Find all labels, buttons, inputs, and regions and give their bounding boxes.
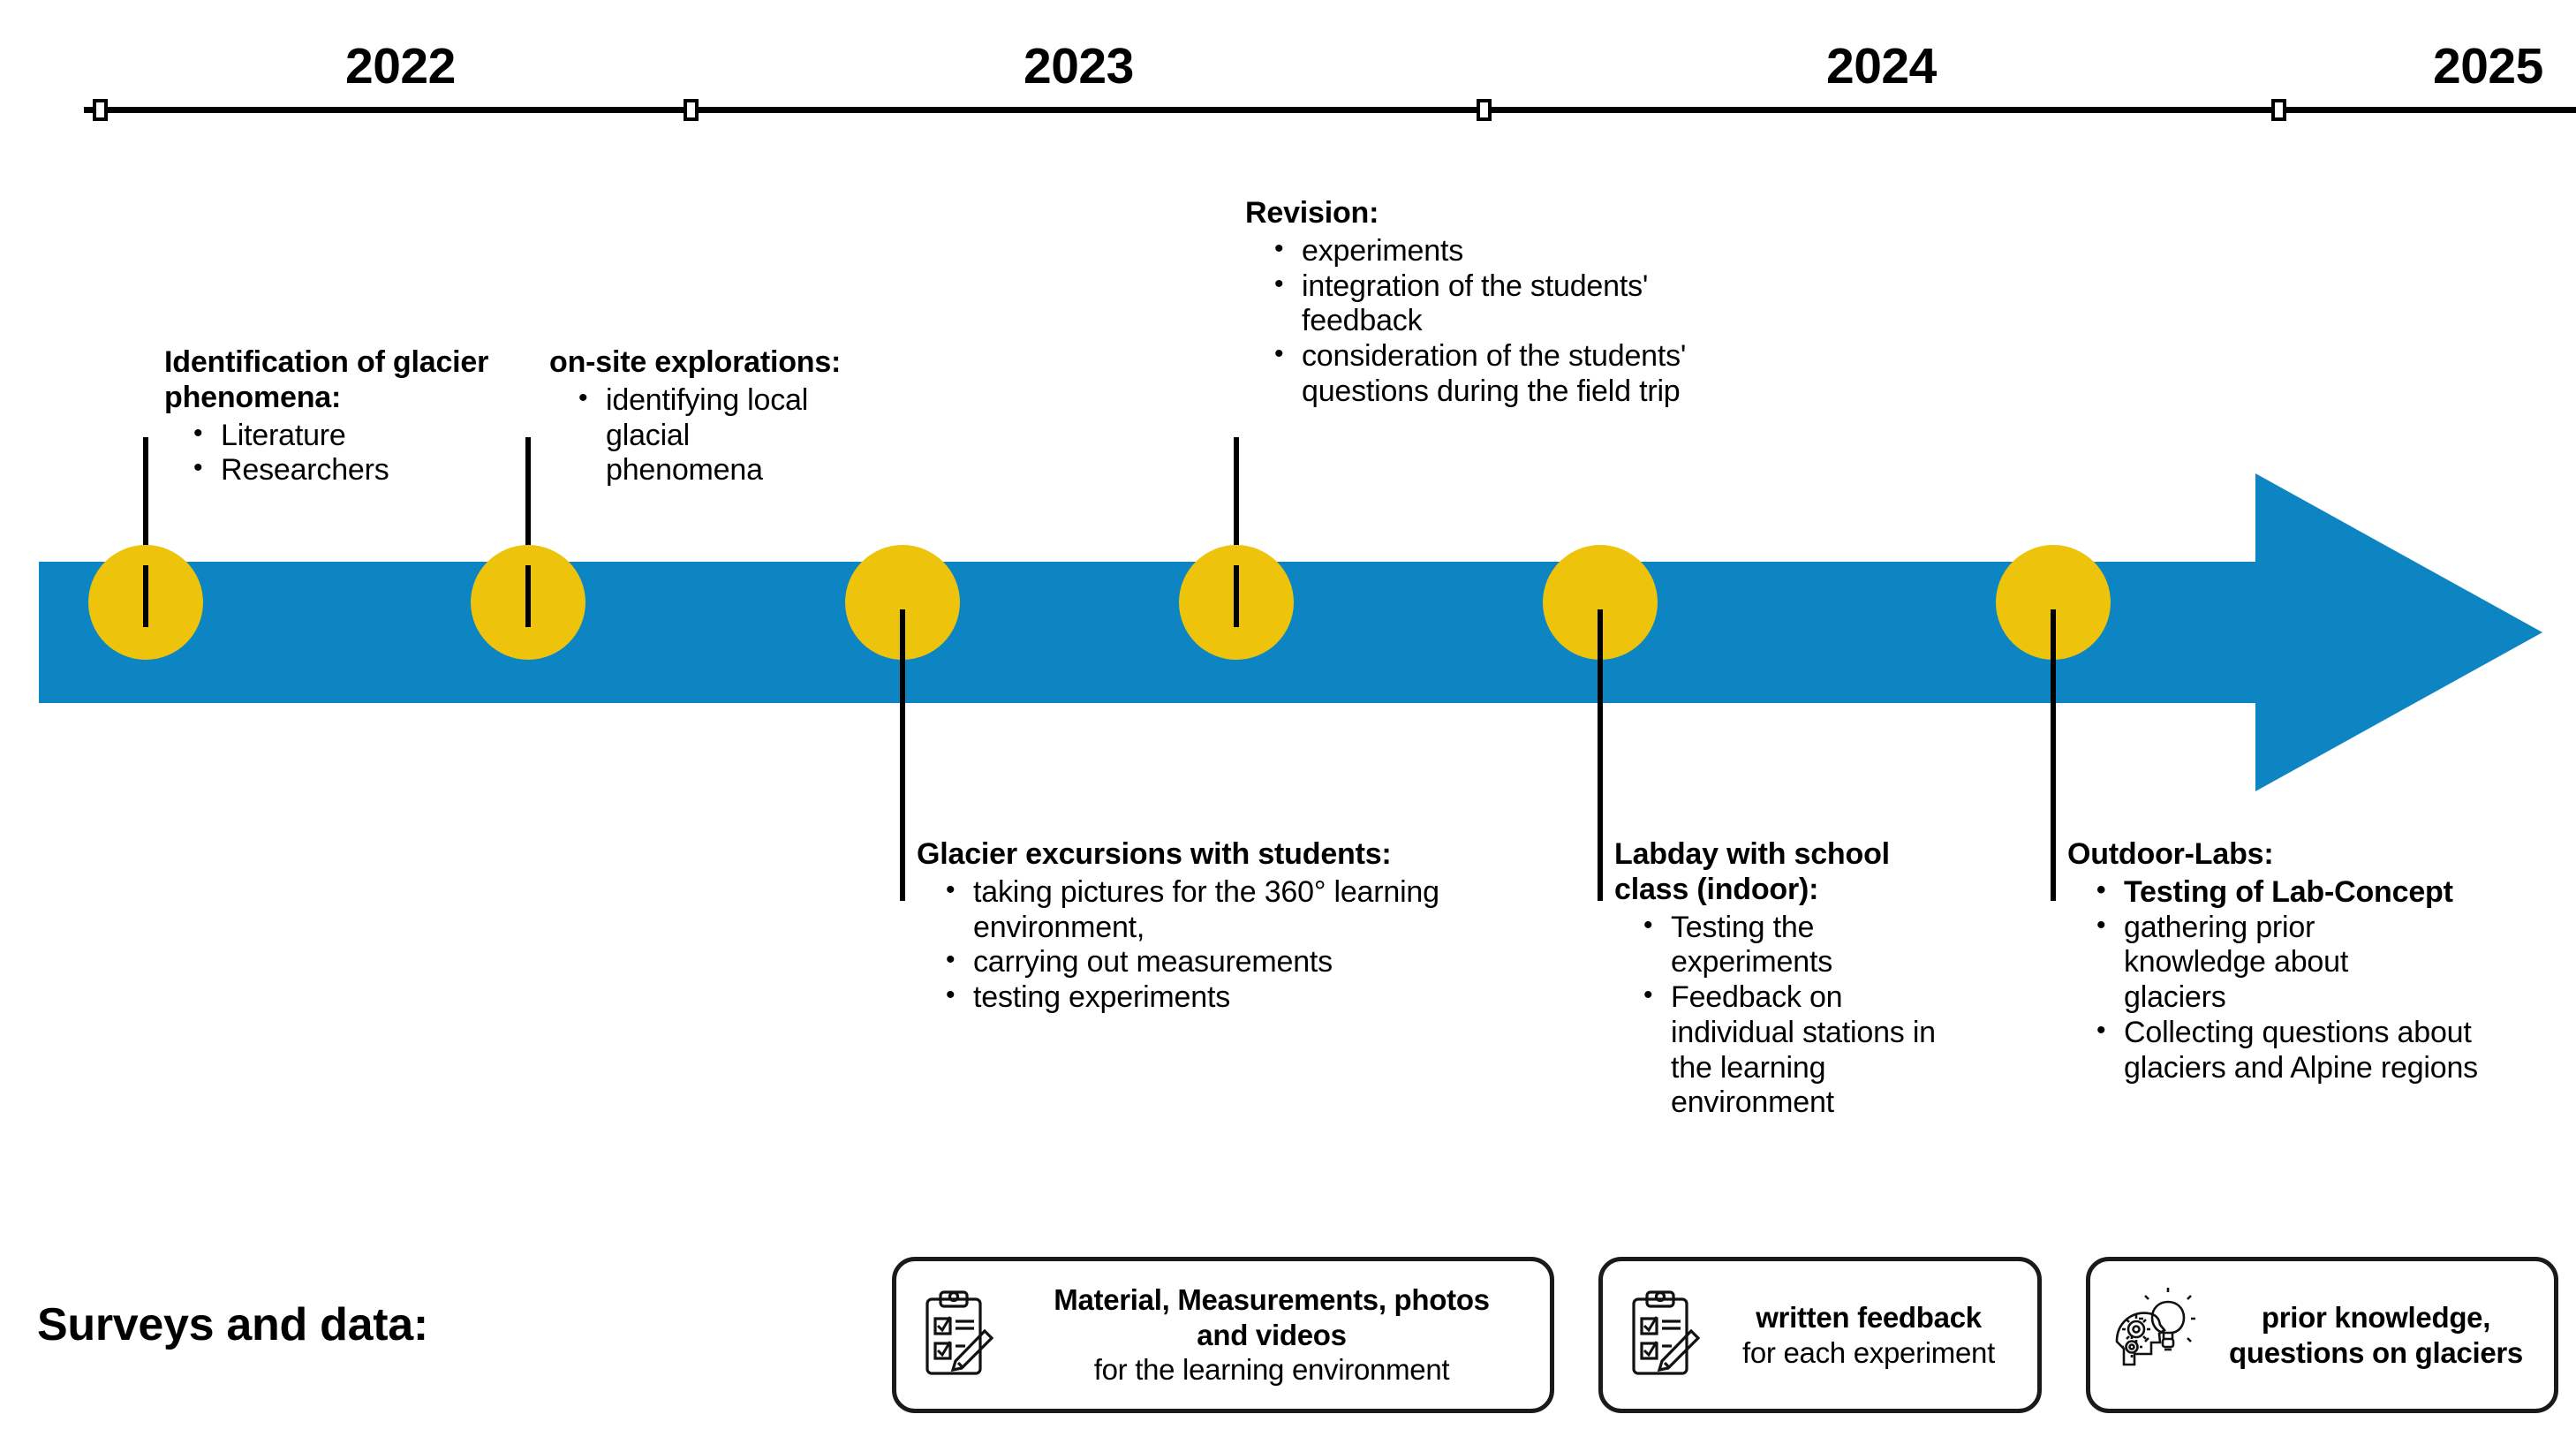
block-glacier-excursions-title: Glacier excursions with students:: [917, 837, 1392, 871]
axis-year-2022: 2022: [345, 38, 456, 95]
connector-identification-stub: [143, 565, 148, 627]
list-item: taking pictures for the 360° learning en…: [940, 874, 1446, 946]
survey-card-material-text: Material, Measurements, photos and video…: [1006, 1282, 1550, 1388]
axis-tick-0: [93, 99, 108, 121]
block-labday: Labday with school class (indoor): Testi…: [1614, 837, 1994, 1121]
block-revision: Revision: experiments integration of the…: [1245, 196, 1775, 410]
clipboard-checklist-pencil-icon: [916, 1285, 997, 1385]
card-line: for each experiment: [1742, 1335, 1995, 1369]
block-on-site-explorations-list: identifying local glacial phenomena: [549, 382, 883, 488]
block-outdoor-labs-list: Testing of Lab-Concept gathering prior k…: [2067, 874, 2562, 1086]
head-gears-lightbulb-icon: [2110, 1287, 2202, 1383]
year-axis: 2022 2023 2024 2025: [0, 0, 2576, 124]
list-item: consideration of the students' questions…: [1268, 338, 1748, 410]
axis-tick-2: [1477, 99, 1492, 121]
list-item: Testing the experiments: [1637, 910, 1865, 981]
connector-revision-stub: [1234, 565, 1239, 627]
connector-on-site-stub: [525, 565, 531, 627]
connector-revision: [1234, 437, 1239, 627]
block-outdoor-labs: Outdoor-Labs: Testing of Lab-Concept gat…: [2067, 837, 2562, 1085]
block-revision-title: Revision:: [1245, 196, 1379, 230]
list-item: Literature: [187, 418, 513, 454]
list-item: carrying out measurements: [940, 944, 1535, 980]
block-labday-list: Testing the experiments Feedback on indi…: [1614, 910, 1994, 1122]
block-identification-title: Identification of glacier phenomena:: [164, 345, 489, 414]
timeline-arrow-head: [2255, 473, 2542, 791]
surveys-and-data-label: Surveys and data:: [37, 1299, 428, 1350]
axis-year-2025: 2025: [2433, 38, 2543, 95]
axis-line: [84, 107, 2576, 113]
connector-glacier-excursions: [900, 609, 905, 901]
list-item: integration of the students' feedback: [1268, 268, 1761, 340]
clipboard-checklist-pencil-icon: [1622, 1285, 1703, 1385]
timeline-arrow: [39, 473, 2542, 791]
list-item: gathering prior knowledge about glaciers: [2090, 910, 2389, 1016]
card-line: for the learning environment: [1093, 1353, 1450, 1387]
block-on-site-explorations: on-site explorations: identifying local …: [549, 345, 883, 488]
connector-outdoor-labs: [2051, 609, 2056, 901]
survey-card-feedback[interactable]: written feedback for each experiment: [1598, 1257, 2042, 1413]
axis-year-2023: 2023: [1024, 38, 1134, 95]
card-line: and videos: [1197, 1318, 1347, 1351]
timeline-arrow-body: [39, 562, 2273, 703]
block-identification: Identification of glacier phenomena: Lit…: [164, 345, 513, 488]
list-item: Collecting questions about glaciers and …: [2090, 1015, 2557, 1086]
survey-card-material[interactable]: Material, Measurements, photos and video…: [892, 1257, 1554, 1413]
card-line: written feedback: [1756, 1300, 1982, 1334]
list-item: experiments: [1268, 233, 1775, 269]
list-item: testing experiments: [940, 979, 1535, 1016]
card-line: questions on glaciers: [2229, 1335, 2523, 1369]
block-glacier-excursions-list: taking pictures for the 360° learning en…: [917, 874, 1535, 1016]
block-identification-list: Literature Researchers: [164, 418, 513, 489]
block-on-site-explorations-title: on-site explorations:: [549, 345, 842, 379]
card-line: prior knowledge,: [2261, 1300, 2491, 1334]
survey-card-feedback-text: written feedback for each experiment: [1712, 1300, 2037, 1370]
block-glacier-excursions: Glacier excursions with students: taking…: [917, 837, 1535, 1016]
axis-year-2024: 2024: [1826, 38, 1937, 95]
axis-tick-1: [684, 99, 699, 121]
connector-identification: [143, 437, 148, 627]
connector-on-site: [525, 437, 531, 627]
list-item: Researchers: [187, 452, 513, 488]
block-labday-title: Labday with school class (indoor):: [1614, 837, 1890, 906]
block-revision-list: experiments integration of the students'…: [1245, 233, 1775, 410]
list-item: Feedback on individual stations in the l…: [1637, 979, 1936, 1121]
card-line: Material, Measurements, photos: [1054, 1283, 1490, 1317]
block-outdoor-labs-title: Outdoor-Labs:: [2067, 837, 2274, 871]
axis-tick-3: [2271, 99, 2286, 121]
survey-card-prior-knowledge-text: prior knowledge, questions on glaciers: [2210, 1300, 2554, 1370]
survey-card-prior-knowledge[interactable]: prior knowledge, questions on glaciers: [2086, 1257, 2558, 1413]
connector-labday: [1598, 609, 1603, 901]
list-item: Testing of Lab-Concept: [2090, 874, 2562, 911]
list-item: identifying local glacial phenomena: [572, 382, 813, 488]
